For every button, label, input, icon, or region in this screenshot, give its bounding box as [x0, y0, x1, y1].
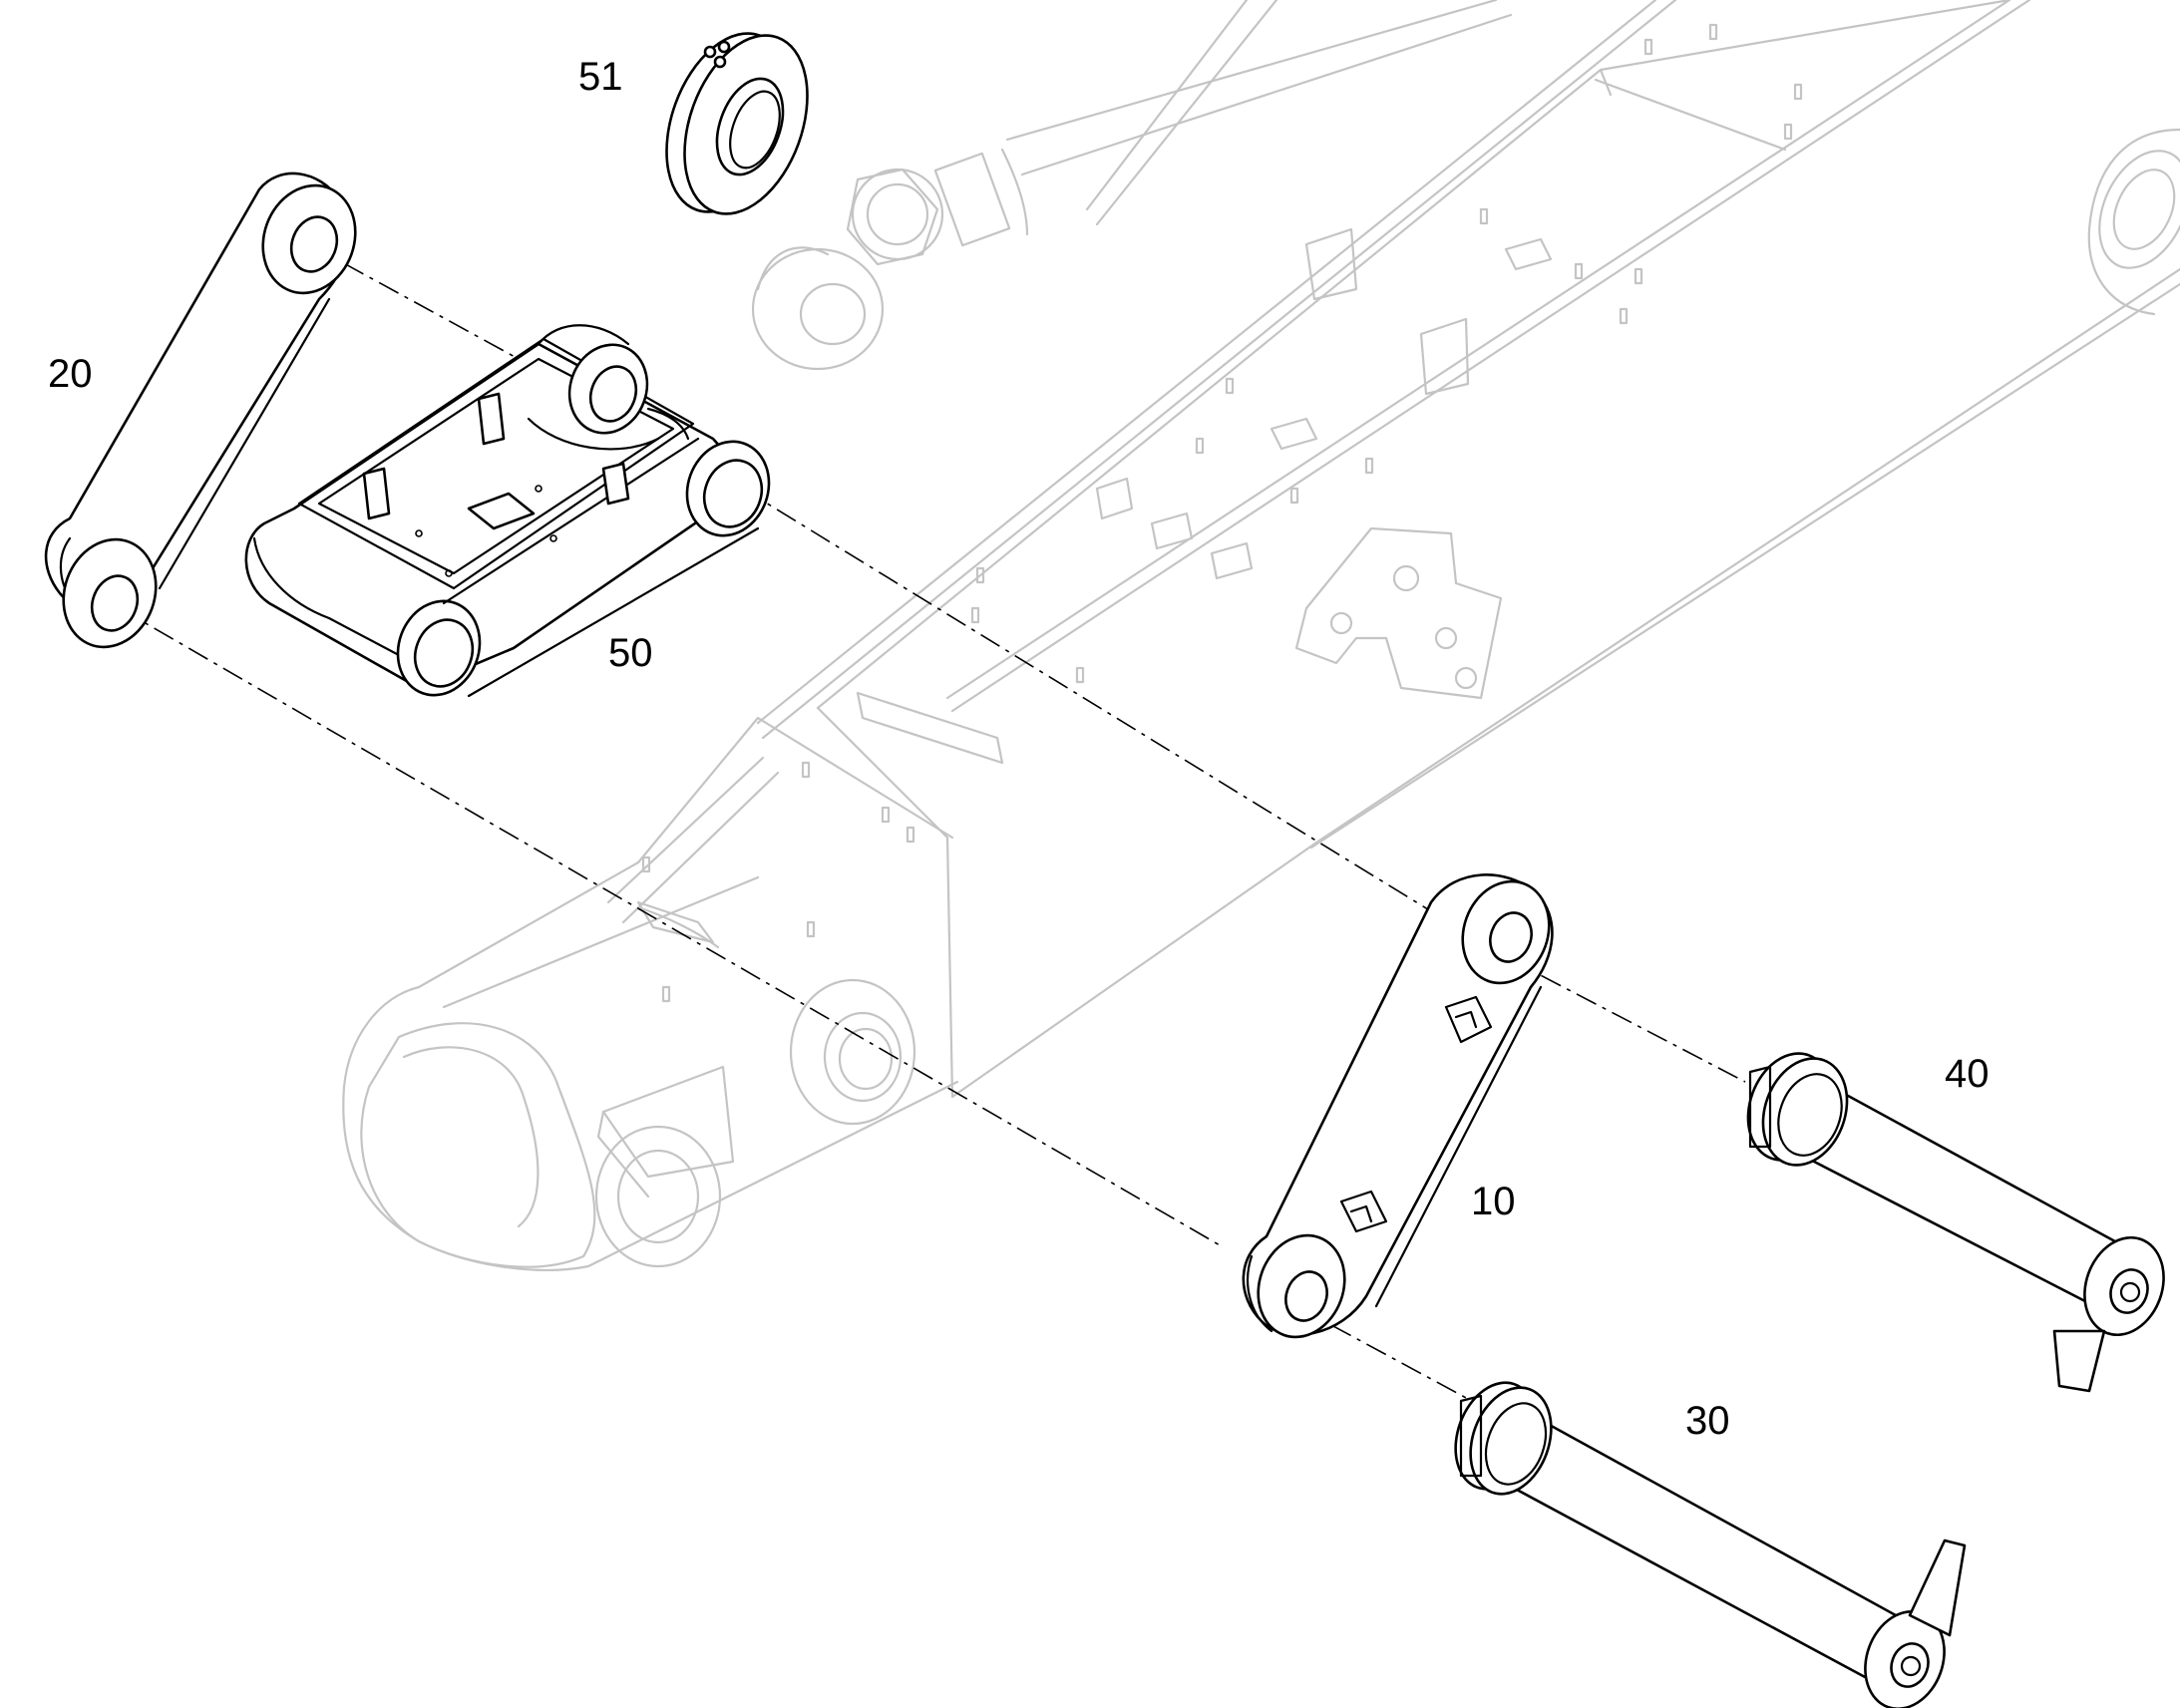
part-51-seal-ring: [665, 32, 809, 215]
callout-20: 20: [48, 352, 93, 396]
callout-50: 50: [608, 631, 653, 675]
callout-40: 40: [1945, 1052, 1990, 1096]
part-40-pin: [1746, 1052, 2165, 1393]
boom-arm-background: [342, 0, 2180, 1271]
callout-51: 51: [578, 55, 623, 99]
part-10-link-plate: [1242, 873, 1554, 1339]
hydraulic-cylinder-background: [751, 0, 1513, 371]
part-50-frame: [244, 324, 771, 698]
callout-10: 10: [1471, 1180, 1516, 1223]
part-30-pin: [1454, 1381, 1967, 1708]
assembly-lines: [119, 243, 1746, 1407]
part-20-link-plate: [44, 171, 357, 649]
callout-30: 30: [1685, 1399, 1730, 1443]
